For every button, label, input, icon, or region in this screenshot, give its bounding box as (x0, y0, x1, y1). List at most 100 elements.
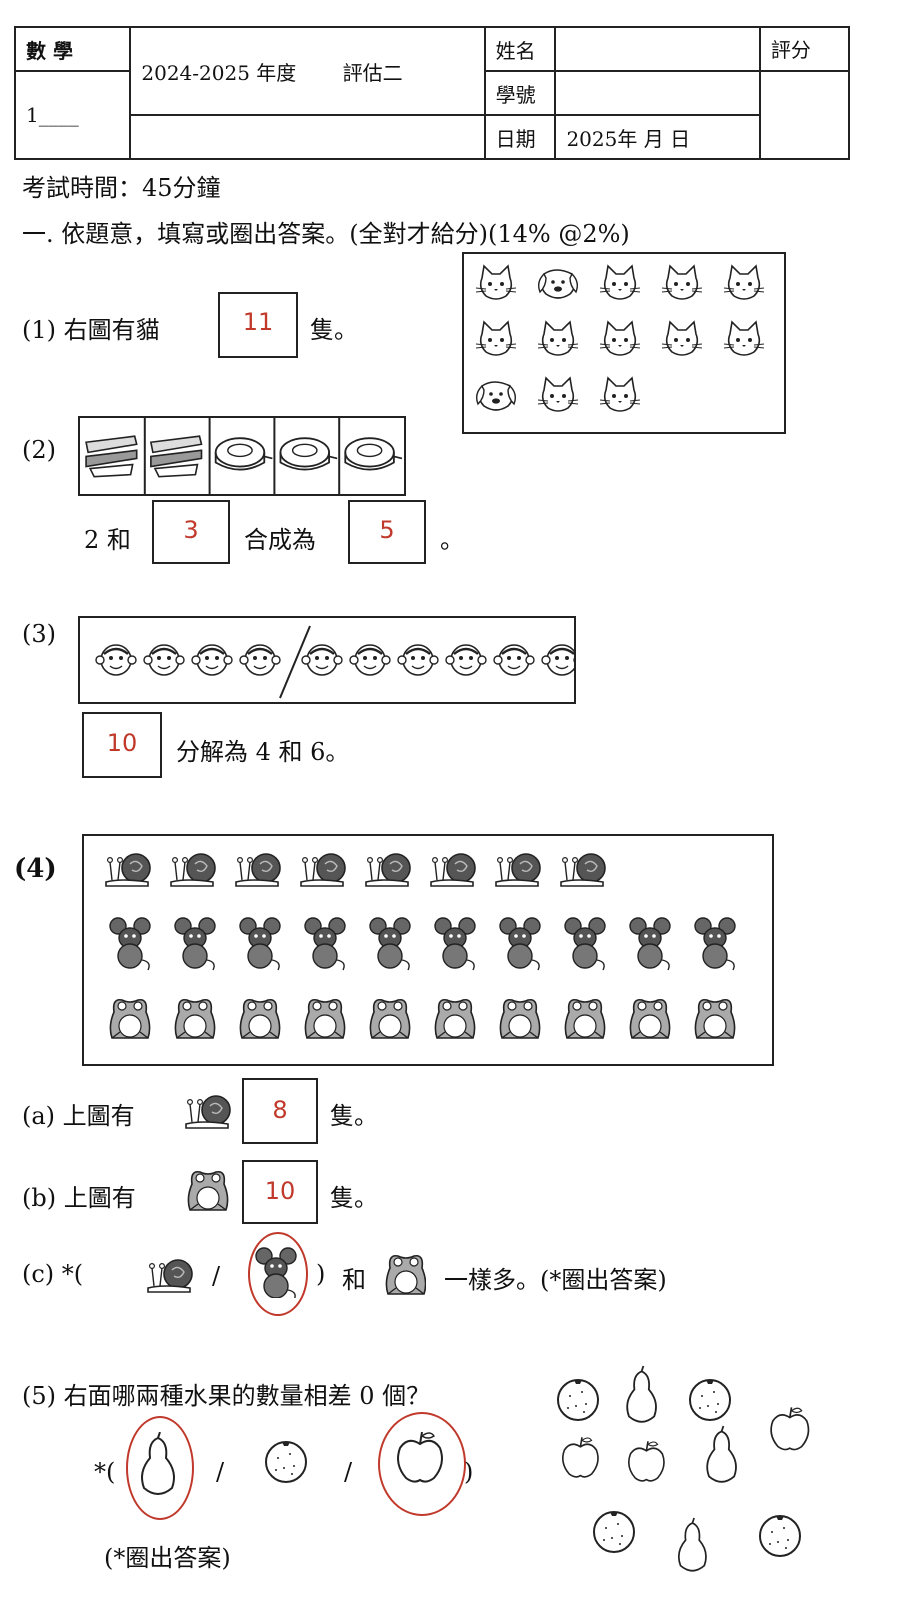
stapler-icon (82, 424, 143, 489)
pear-icon (706, 1425, 737, 1483)
mouse-icon (694, 917, 736, 971)
tape-icon (341, 424, 403, 489)
frog-icon (564, 998, 606, 1039)
orange-option-icon[interactable] (262, 1434, 312, 1490)
q1-answer-box[interactable]: 11 (218, 292, 298, 358)
monkey-icon (397, 644, 439, 676)
monkey-icon (445, 644, 487, 676)
q4-animal-box (82, 834, 774, 1066)
mouse-icon (174, 917, 216, 971)
monkey-icon (301, 644, 343, 676)
q5-slash-2: / (344, 1458, 353, 1486)
apple-icon (562, 1437, 599, 1478)
q2-text-a: 2 和 (84, 526, 131, 554)
title-cell: 2024-2025 年度 評估二 (129, 26, 486, 116)
monkey-icon (541, 644, 574, 676)
monkey-icon (143, 644, 185, 676)
q5-close: ) (464, 1458, 474, 1486)
dog-icon (537, 269, 579, 299)
cat-icon (599, 264, 641, 300)
q4a-prefix: (a) 上圖有 (22, 1102, 135, 1130)
date-value: 2025年 月 日 (554, 114, 761, 160)
stapler-icon (146, 424, 208, 489)
snail-option-icon[interactable] (146, 1254, 196, 1294)
snail-icon (430, 853, 476, 887)
q5-hint: (*圈出答案) (104, 1544, 231, 1572)
q2-label: (2) (22, 436, 56, 464)
q4c-close: ) (316, 1260, 326, 1288)
cat-icon (661, 264, 703, 300)
cat-icon (723, 264, 765, 300)
frog-icon (499, 998, 541, 1039)
q3-label: (3) (22, 620, 56, 648)
mouse-icon (499, 917, 541, 971)
orange-icon (759, 1515, 801, 1557)
mouse-icon (304, 917, 346, 971)
assessment-text: 評估二 (342, 60, 403, 85)
apple-answer-circle (378, 1412, 466, 1516)
q2-answer-a-box[interactable]: 3 (152, 500, 230, 564)
frog-icon (187, 1170, 229, 1211)
cat-icon (475, 320, 517, 356)
monkey-icon (493, 644, 535, 676)
frog-icon (369, 998, 411, 1039)
pear-answer-circle (126, 1416, 194, 1520)
q2-text-b: 合成為 (244, 526, 316, 554)
snail-icon (365, 853, 411, 887)
q4c-slash: / (212, 1262, 221, 1290)
mouse-icon (434, 917, 476, 971)
score-field[interactable] (758, 70, 851, 160)
orange-icon (593, 1511, 635, 1553)
cat-icon (661, 320, 703, 356)
dog-icon (475, 381, 517, 411)
score-label: 評分 (758, 26, 851, 72)
stapler-tape-figure (82, 418, 403, 494)
q4-label: (4) (14, 854, 57, 884)
frog-icon (109, 998, 151, 1039)
mouse-icon (239, 917, 281, 971)
pear-option-icon[interactable] (134, 1432, 182, 1502)
id-label: 學號 (483, 70, 557, 116)
snail-icon (560, 853, 606, 887)
frog-icon (694, 998, 736, 1039)
q5-slash-1: / (216, 1458, 225, 1486)
mouse-option-icon[interactable] (254, 1246, 298, 1298)
mouse-icon (369, 917, 411, 971)
id-field[interactable] (554, 70, 761, 116)
q2-answer-b-box[interactable]: 5 (348, 500, 426, 564)
q4a-answer: 8 (272, 1096, 288, 1124)
class-cell: 1____ (13, 70, 132, 160)
orange-icon (689, 1379, 731, 1421)
date-label: 日期 (483, 114, 557, 160)
q5-question: (5) 右面哪兩種水果的數量相差 0 個？ (22, 1382, 431, 1410)
header-table: 數 學 2024-2025 年度 評估二 姓名 評分 1____ 學號 日期 2… (13, 26, 851, 160)
snail-icon (235, 853, 281, 887)
q4b-answer-box[interactable]: 10 (242, 1160, 318, 1224)
monkey-figure (95, 625, 574, 699)
q3-answer-box[interactable]: 10 (82, 712, 162, 778)
apple-icon (628, 1441, 665, 1482)
name-field[interactable] (554, 26, 761, 72)
name-label: 姓名 (483, 26, 557, 72)
pear-icon (677, 1517, 707, 1572)
divider-slash (279, 625, 311, 699)
q4a-answer-box[interactable]: 8 (242, 1078, 318, 1144)
q4b-suffix: 隻。 (330, 1184, 378, 1212)
snail-icon (185, 1095, 231, 1129)
q4b-prefix: (b) 上圖有 (22, 1184, 136, 1212)
q4c-and: 和 (342, 1266, 366, 1294)
apple-option-icon[interactable] (392, 1428, 448, 1492)
mouse-icon (109, 917, 151, 971)
monkey-icon (191, 644, 233, 676)
q4c-prefix: (c) *( (22, 1260, 84, 1288)
q2-text-c: 。 (440, 526, 464, 554)
frog-icon (434, 998, 476, 1039)
tape-icon (211, 424, 273, 489)
q1-animal-box (462, 252, 786, 434)
q4a-suffix: 隻。 (330, 1102, 378, 1130)
frog-icon (174, 998, 216, 1039)
q1-prefix: (1) 右圖有貓 (22, 316, 160, 344)
cat-icon (723, 320, 765, 356)
monkey-icon (95, 644, 137, 676)
mouse-icon (564, 917, 606, 971)
